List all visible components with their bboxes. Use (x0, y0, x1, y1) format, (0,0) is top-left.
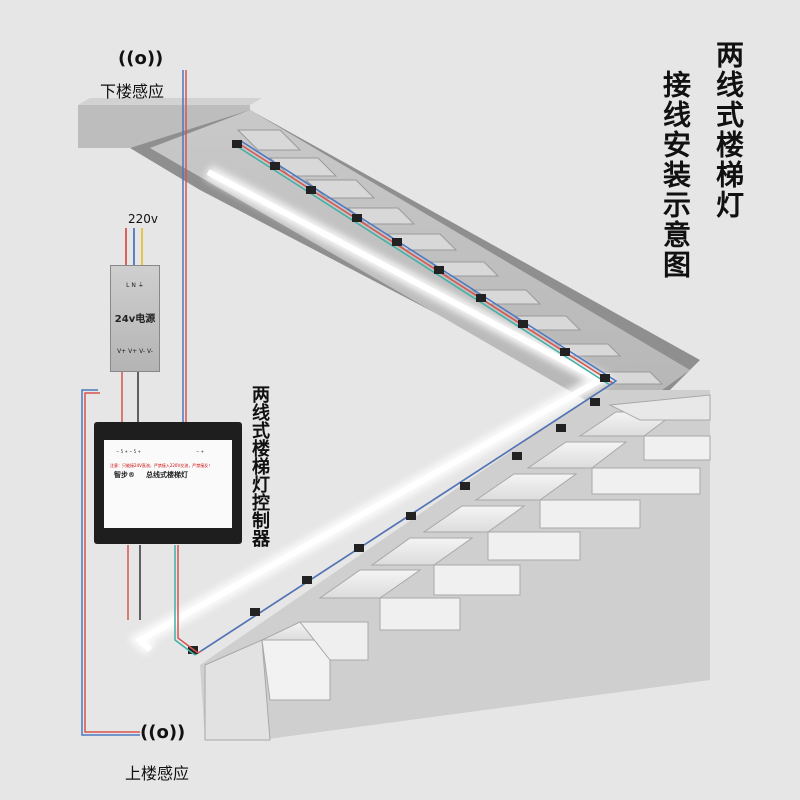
upper-slab-top (78, 98, 262, 105)
voltage-label: 220v (128, 212, 159, 226)
down-sensor-label: 下楼感应 (100, 82, 165, 101)
controller-port-down: 下楼感应 (118, 538, 134, 543)
controller-face: − 5 + − 5 + − + 注意：只能接24V直流，严禁接入220V交流，严… (104, 440, 232, 543)
controller-terminal-right: − + (196, 449, 204, 454)
upper-steps (236, 129, 664, 385)
ac-input-wires (125, 228, 143, 268)
power-supply: L N ⏚ 24v电源 V+ V+ V- V- (110, 265, 160, 372)
up-sensor-icon: ((o)) (140, 722, 186, 743)
psu-output-terminals: V+ V+ V- V- (117, 348, 153, 355)
up-sensor-wire (81, 389, 199, 736)
stair-wire-bundle (194, 140, 618, 656)
controller-brand: 智步® (114, 471, 135, 479)
controller-terminal-left: − 5 + − 5 + (116, 449, 141, 454)
controller-warning: 注意：只能接24V直流，严禁接入220V交流，严禁接反！ (110, 463, 213, 468)
lower-steps (204, 394, 711, 741)
title-sub: 接线安装示意图 (659, 70, 692, 280)
psu-input-terminals: L N ⏚ (126, 282, 144, 289)
stair-light-controller: − 5 + − 5 + − + 注意：只能接24V直流，严禁接入220V交流，严… (94, 422, 242, 544)
controller-port-up: 上楼感应 (158, 538, 174, 543)
controller-port-power: 24V (210, 538, 218, 543)
down-sensor-icon: ((o)) (118, 48, 164, 69)
down-sensor-wire (182, 70, 187, 425)
psu-label: 24v电源 (114, 314, 156, 325)
title-main: 两线式楼梯灯 (712, 40, 745, 220)
controller-name: 总线式楼梯灯 (146, 471, 188, 479)
led-strip-glow (128, 165, 615, 655)
led-connectors (188, 140, 610, 654)
controller-label: 两线式楼梯灯控制器 (249, 385, 270, 547)
up-sensor-label: 上楼感应 (125, 764, 190, 783)
psu-output-wires (121, 368, 139, 425)
